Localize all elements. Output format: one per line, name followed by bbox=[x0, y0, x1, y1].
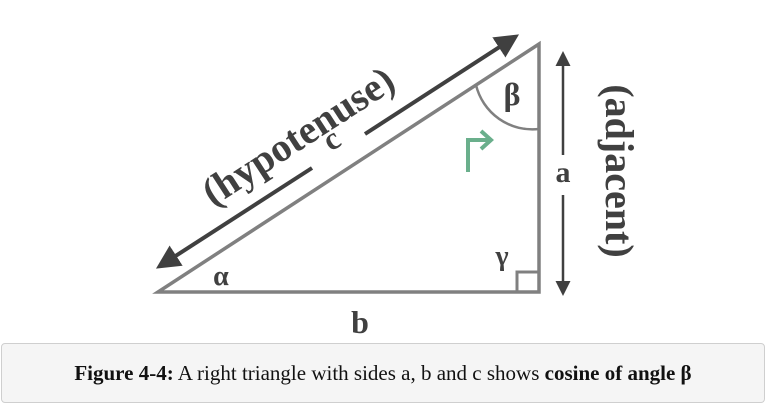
right-angle-marker bbox=[515, 270, 541, 294]
triangle bbox=[152, 40, 541, 294]
caption-text: Figure 4-4: A right triangle with sides … bbox=[74, 361, 691, 386]
caption-body: A right triangle with sides a, b and c s… bbox=[173, 360, 545, 385]
beta-angle-label: β bbox=[504, 76, 521, 112]
figure-caption: Figure 4-4: A right triangle with sides … bbox=[1, 343, 765, 403]
caption-emphasis: cosine of angle β bbox=[544, 360, 692, 385]
adjacent-letter-label: a bbox=[556, 156, 571, 189]
hypotenuse-name-label: (hypotenuse) bbox=[193, 57, 402, 215]
gamma-angle-label: γ bbox=[494, 241, 508, 272]
hypotenuse-arrow bbox=[155, 34, 520, 269]
figure-label: Figure 4-4: bbox=[74, 360, 174, 385]
adjacent-name-label: (adjacent) bbox=[597, 84, 642, 257]
right-triangle-diagram: (hypotenuse) c (adjacent) a b α β γ bbox=[152, 34, 642, 340]
beta-angle-arc bbox=[474, 84, 540, 131]
turn-arrow-icon bbox=[466, 129, 494, 172]
base-letter-label: b bbox=[351, 304, 369, 340]
alpha-angle-label: α bbox=[213, 261, 229, 292]
